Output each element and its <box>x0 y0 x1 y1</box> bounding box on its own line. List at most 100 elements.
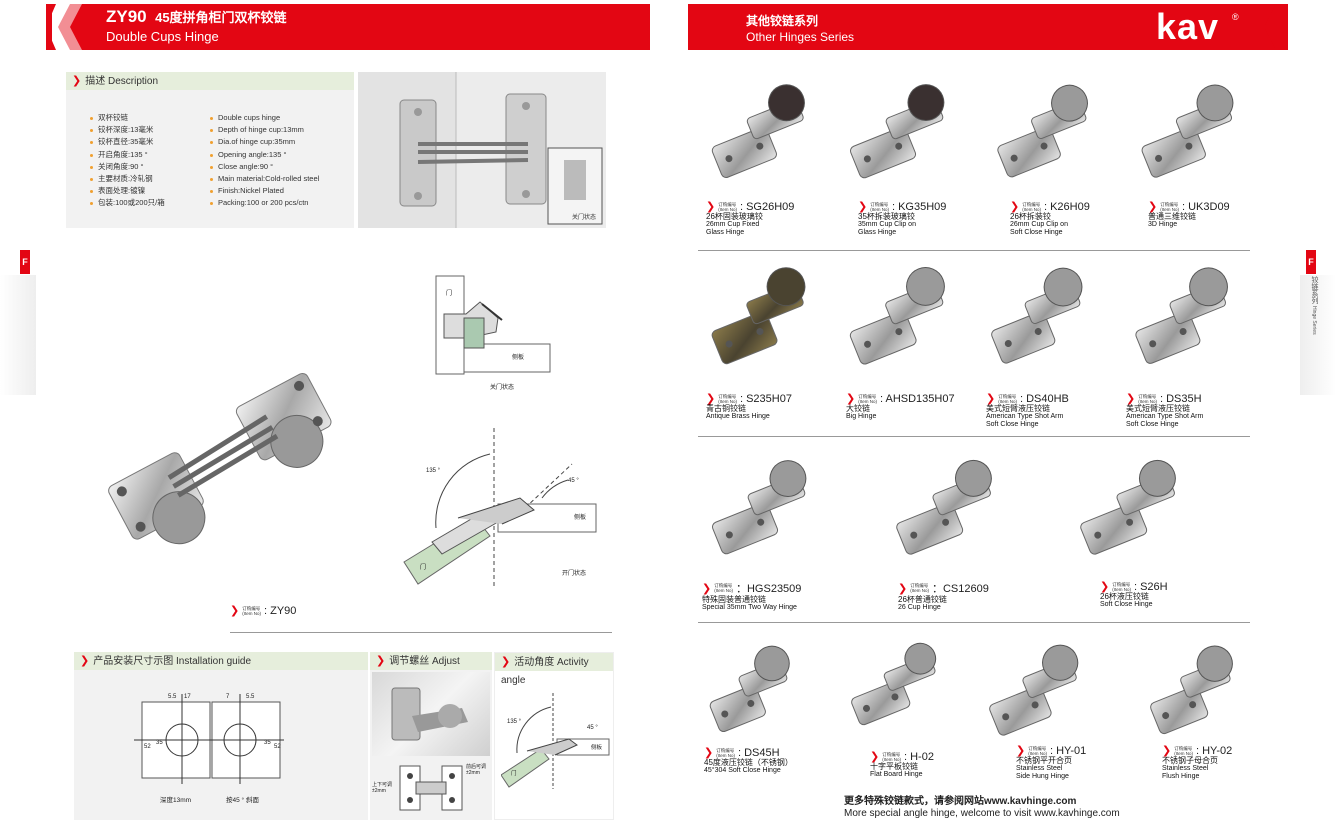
product-caption: ❯ 订购编号(Item No) : H-02 十字平板铰链 Flat Board… <box>870 750 934 779</box>
hinge-photo-icon <box>358 72 606 228</box>
brand-logo: kav <box>1156 6 1220 47</box>
header-right-bar <box>688 4 1288 50</box>
product-name-en1: American Type Shot Arm <box>1126 413 1204 421</box>
product-name-cn: 26杯拆装铰 <box>1010 212 1051 221</box>
activity-45-label: 45 ° <box>587 725 598 731</box>
product-code-line: ❯ 订购编号(Item No) : AHSD135H07 <box>846 392 955 406</box>
spec-cn-item: 双杯铰链 <box>90 112 165 124</box>
product-name-en2: Glass Hinge <box>858 229 897 237</box>
product-image <box>1140 640 1252 750</box>
arrow-icon: ❯ <box>702 582 712 595</box>
screw-up-down-note: 上下可调 ±2mm <box>372 782 393 794</box>
hinge-icon <box>851 642 937 726</box>
open-135-label: 135 ° <box>426 468 441 474</box>
product-code-line: ❯ 订购编号(Item No) ：HGS23509 <box>702 580 801 596</box>
product-name-cn: 35杯拆装玻璃铰 <box>858 212 915 221</box>
product-image <box>838 262 968 380</box>
closed-state-diagram: 门 侧板 关门状态 <box>432 274 552 391</box>
product-image <box>980 262 1104 380</box>
product-name-en1: American Type Shot Arm <box>986 413 1064 421</box>
product-code: : S235H07 <box>739 392 792 405</box>
product-image <box>840 640 958 736</box>
product-code: : UK3D09 <box>1181 200 1230 213</box>
hinge-icon <box>712 460 807 555</box>
product-code-line: ❯ 订购编号(Item No) : KG35H09 <box>858 200 947 214</box>
product-caption: ❯ 订购编号(Item No) : S26H 26杯液压铰链 Soft Clos… <box>1100 580 1168 609</box>
header-chevron-icon <box>46 4 92 50</box>
side-shade-right <box>1300 275 1336 395</box>
hinge-icon <box>1150 645 1233 735</box>
main-item-divider <box>230 632 612 633</box>
product-code: : DS40HB <box>1019 392 1069 405</box>
product-image <box>986 80 1110 192</box>
activity-angle-drawing <box>501 693 610 789</box>
product-caption: ❯ 订购编号(Item No) : S235H07 青古铜铰链 Antique … <box>706 392 792 421</box>
product-code-line: ❯ 订购编号(Item No) : SG26H09 <box>706 200 795 214</box>
spec-en-item: Dia.of hinge cup:35mm <box>210 136 319 148</box>
hinge-icon <box>711 267 806 365</box>
description-panel: ❯描述 Description 双杯铰链铰杯深度:13毫米铰杯直径:35毫米开启… <box>66 72 354 228</box>
product-code: : DS35H <box>1159 392 1202 405</box>
product-caption: ❯ 订购编号(Item No) ：CS12609 26杯普通铰链 26 Cup … <box>898 580 989 612</box>
installation-drawing <box>134 694 284 784</box>
product-name-en1: Stainless Steel <box>1016 765 1063 773</box>
product-code-line: ❯ 订购编号(Item No) : UK3D09 <box>1148 200 1230 214</box>
brand-trademark: ® <box>1232 12 1239 22</box>
product-name-en1: Special 35mm Two Way Hinge <box>702 604 797 612</box>
row-divider-1 <box>698 250 1250 251</box>
product-name-en2: Soft Close Hinge <box>1126 421 1179 429</box>
product-image <box>1124 262 1250 380</box>
product-name-en2: Soft Close Hinge <box>1010 229 1063 237</box>
product-name-cn: 普通三维铰链 <box>1148 212 1196 221</box>
arrow-icon: ❯ <box>706 393 716 405</box>
product-caption: ❯ 订购编号(Item No) : SG26H09 26杯固装玻璃铰 26mm … <box>706 200 794 238</box>
closed-door-label: 门 <box>446 291 453 297</box>
arrow-icon: ❯ <box>1010 201 1020 213</box>
hinge-icon <box>711 84 805 178</box>
spec-en-item: Packing:100 or 200 pcs/ctn <box>210 197 319 209</box>
product-caption: ❯ 订购编号(Item No) : UK3D09 普通三维铰链 3D Hinge <box>1148 200 1230 229</box>
adjust-photo <box>372 672 490 756</box>
spec-cn-item: 开启角度:135 ° <box>90 149 165 161</box>
series-cn: 其他铰链系列 <box>746 14 819 28</box>
product-code-line: ❯ 订购编号(Item No) : S235H07 <box>706 392 792 406</box>
product-name-cn: 十字平板铰链 <box>870 762 918 771</box>
product-image <box>884 456 1016 568</box>
product-caption: ❯ 订购编号(Item No) : DS35H 美式短臂液压铰链 America… <box>1126 392 1203 430</box>
activity-panel-label: 侧板 <box>591 745 603 751</box>
product-name-cn: 青古铜铰链 <box>706 404 746 413</box>
product-code-line: ❯ 订购编号(Item No) : DS40HB <box>986 392 1069 406</box>
product-code-line: ❯ 订购编号(Item No) : H-02 <box>870 750 934 764</box>
hinge-icon <box>1141 84 1234 178</box>
install-depth-note: 深度13mm <box>160 797 192 804</box>
product-name-cn: 45度液压铰链（不锈钢） <box>704 758 793 767</box>
arrow-icon: ❯ <box>1016 745 1026 757</box>
product-image <box>1130 80 1256 192</box>
product-name-cn: 26杯固装玻璃铰 <box>706 212 763 221</box>
product-image <box>838 80 968 192</box>
footer-cn: 更多特殊铰链款式，请参阅网站www.kavhinge.com <box>844 796 1077 807</box>
product-name-cn: 大铰链 <box>846 404 870 413</box>
product-code: : K26H09 <box>1043 200 1090 213</box>
arrow-icon: ❯ <box>706 201 716 213</box>
open-panel-label: 侧板 <box>574 515 587 521</box>
product-name-en1: 26 Cup Hinge <box>898 604 941 612</box>
hinge-icon <box>850 84 945 179</box>
product-code: : H-02 <box>903 750 934 763</box>
product-code: : AHSD135H07 <box>879 392 955 405</box>
product-image <box>1068 456 1200 568</box>
activity-door-label: 门 <box>511 771 517 777</box>
product-name-cn: 美式短臂液压铰链 <box>986 404 1050 413</box>
product-name-cn: 不锈钢平开合页 <box>1016 756 1072 765</box>
product-caption: ❯ 订购编号(Item No) : DS45H 45度液压铰链（不锈钢） 45°… <box>704 746 793 775</box>
product-caption: ❯ 订购编号(Item No) : K26H09 26杯拆装铰 26mm Cup… <box>1010 200 1090 238</box>
install-heading: ❯产品安装尺寸示图 Installation guide <box>74 652 368 670</box>
installation-panel: ❯产品安装尺寸示图 Installation guide 5.5 17 7 5.… <box>74 652 368 820</box>
open-caption: 开门状态 <box>562 571 587 577</box>
installed-hinge-photo: 关门状态 <box>358 72 606 228</box>
dim-8: 52 <box>274 744 281 750</box>
activity-135-label: 135 ° <box>507 719 522 725</box>
main-hinge-icon <box>108 373 332 545</box>
header-right-notch <box>1262 4 1276 50</box>
